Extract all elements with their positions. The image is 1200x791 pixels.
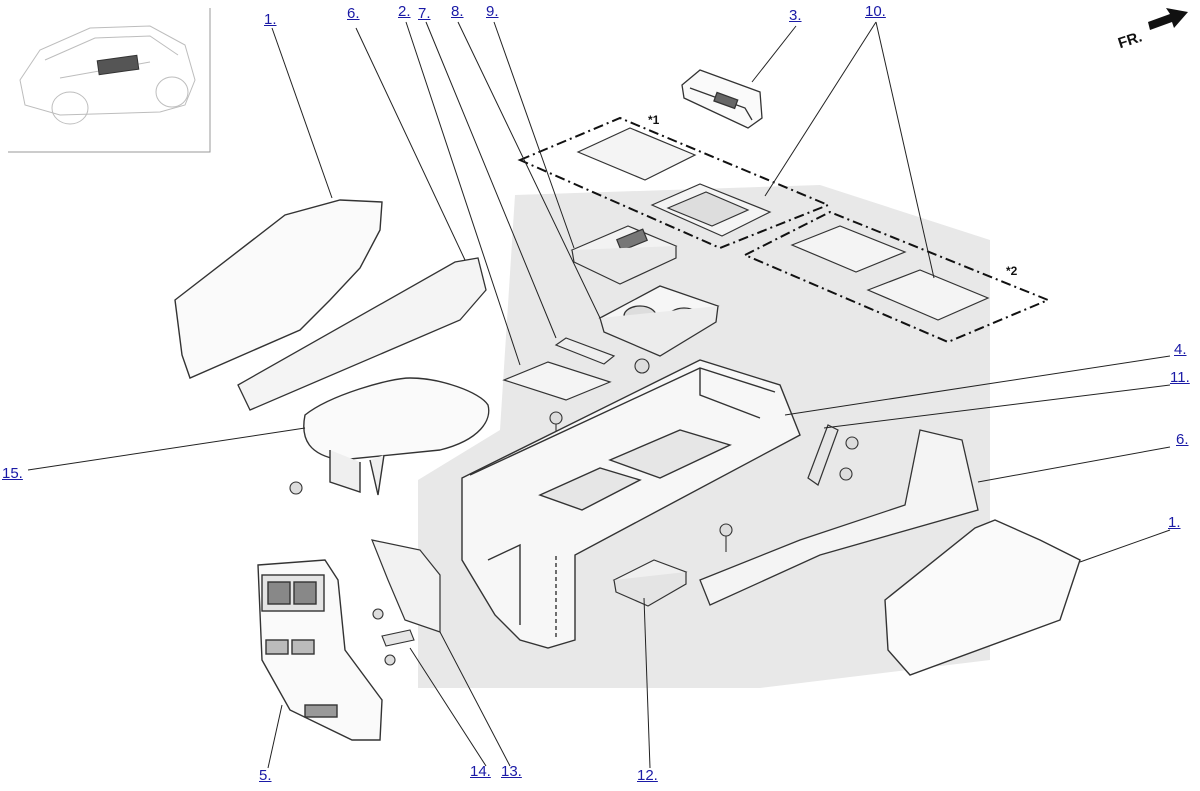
callout-8[interactable]: 8. (451, 3, 464, 20)
front-direction-arrow (1148, 8, 1188, 30)
part-6-right-trim-bar (699, 429, 979, 606)
locator-thumbnail (8, 8, 211, 153)
part-2-tray-mat (502, 361, 612, 401)
part-11-bracket (807, 424, 839, 486)
part-9-switch-panel (570, 225, 678, 285)
option-1-panels (576, 127, 772, 237)
callout-13[interactable]: 13. (501, 763, 522, 780)
callout-1-right[interactable]: 1. (1168, 514, 1181, 531)
part-4-console-body (461, 359, 801, 649)
option-box-2 (742, 210, 1051, 344)
callout-4[interactable]: 4. (1174, 341, 1187, 358)
option-note-1: *1 (648, 113, 660, 127)
leader-lines (27, 21, 1171, 769)
part-3-rear-vent (681, 69, 763, 129)
callout-6-right[interactable]: 6. (1176, 431, 1189, 448)
callout-5[interactable]: 5. (259, 767, 272, 784)
option-2-panels (790, 225, 990, 321)
part-8-cup-holder (598, 285, 720, 357)
fasteners (289, 358, 859, 666)
part-7-trim-strip (554, 337, 616, 365)
callout-12[interactable]: 12. (637, 767, 658, 784)
callout-2[interactable]: 2. (398, 3, 411, 20)
callout-1-top[interactable]: 1. (264, 11, 277, 28)
part-1-right-side-panel (884, 519, 1081, 676)
callout-9[interactable]: 9. (486, 3, 499, 20)
part-6-left-trim-bar (237, 257, 487, 411)
callout-7[interactable]: 7. (418, 5, 431, 22)
callout-14[interactable]: 14. (470, 763, 491, 780)
part-5-rear-panel (257, 559, 383, 741)
callout-10[interactable]: 10. (865, 3, 886, 20)
option-note-2: *2 (1006, 264, 1018, 278)
callout-3[interactable]: 3. (789, 7, 802, 24)
part-12-control-module (612, 559, 688, 607)
part-15-armrest-lid (303, 377, 490, 496)
callout-15[interactable]: 15. (2, 465, 23, 482)
part-1-left-side-panel (174, 199, 383, 379)
callout-11[interactable]: 11. (1170, 369, 1190, 386)
callout-6-top[interactable]: 6. (347, 5, 360, 22)
part-14-clip (381, 629, 415, 647)
option-box-1 (517, 116, 831, 250)
